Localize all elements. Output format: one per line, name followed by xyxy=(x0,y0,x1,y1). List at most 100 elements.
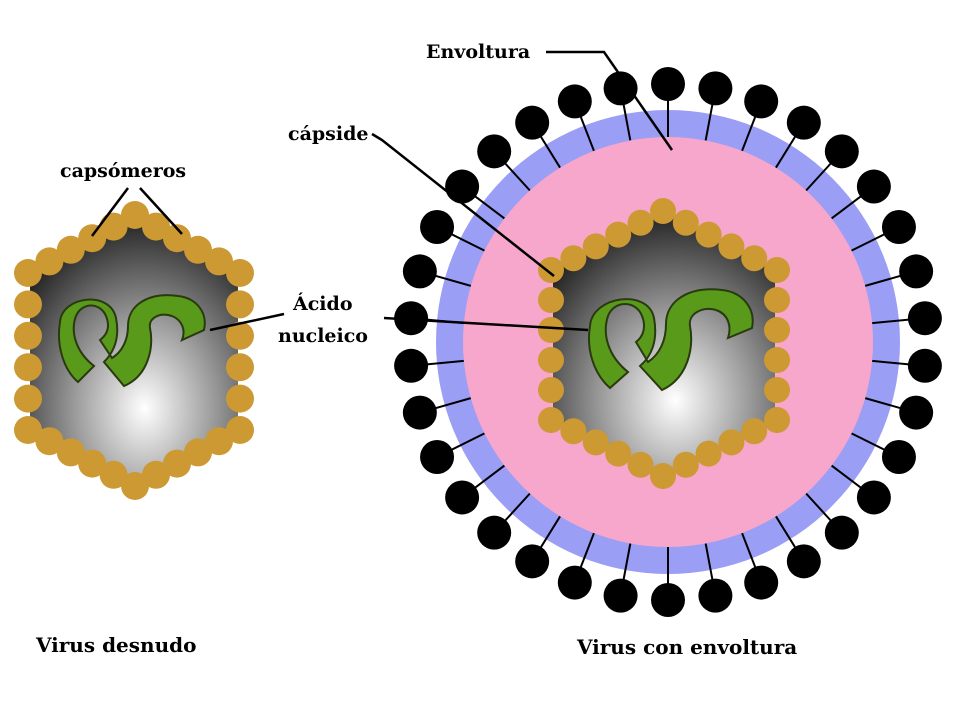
spike-head-26 xyxy=(394,301,429,336)
naked-capsomere-24 xyxy=(14,290,42,319)
spike-head-29 xyxy=(445,169,480,204)
enveloped-capsomere-23 xyxy=(538,317,564,343)
enveloped-capsomere-20 xyxy=(538,407,564,433)
enveloped-capsomere-8 xyxy=(764,347,790,373)
naked-capsomere-19 xyxy=(35,427,64,456)
envelope-spikes xyxy=(394,67,942,617)
naked-capsomere-1 xyxy=(142,212,170,241)
spike-head-18 xyxy=(603,578,638,613)
enveloped-capsomeres xyxy=(538,198,790,489)
capsomeros-pointer-right xyxy=(139,187,183,235)
spike-head-2 xyxy=(744,84,779,119)
spike-head-10 xyxy=(899,395,934,430)
enveloped-capsomere-10 xyxy=(764,407,790,433)
enveloped-capsomere-13 xyxy=(695,440,722,467)
label-capside: cápside xyxy=(288,123,368,145)
naked-capsomere-18 xyxy=(56,438,85,467)
spike-head-3 xyxy=(786,105,821,140)
naked-capsomere-8 xyxy=(226,353,254,382)
enveloped-capsomere-27 xyxy=(582,233,609,260)
envoltura-pointer xyxy=(546,50,674,151)
naked-capsomere-9 xyxy=(226,384,254,413)
spike-head-16 xyxy=(698,578,733,613)
pointer-lines xyxy=(91,50,674,332)
caption-naked-virus: Virus desnudo xyxy=(35,633,196,657)
spike-head-12 xyxy=(856,480,891,515)
naked-virus xyxy=(14,201,254,500)
spike-head-0 xyxy=(651,67,685,101)
spike-head-17 xyxy=(651,583,685,617)
spike-head-1 xyxy=(698,71,733,106)
enveloped-capsomere-11 xyxy=(741,418,768,445)
spike-head-8 xyxy=(907,301,942,336)
naked-capsomere-3 xyxy=(184,235,212,264)
naked-capsomere-7 xyxy=(226,321,254,350)
spike-head-13 xyxy=(824,515,859,550)
spike-head-28 xyxy=(420,209,455,244)
enveloped-capsomere-22 xyxy=(538,347,564,373)
naked-capsomere-16 xyxy=(99,460,128,489)
enveloped-capsomere-26 xyxy=(560,245,587,272)
enveloped-capsomere-28 xyxy=(605,221,632,248)
naked-capsomere-25 xyxy=(14,259,42,287)
enveloped-capsomere-29 xyxy=(627,209,654,236)
spike-head-7 xyxy=(899,254,934,289)
naked-capsomere-21 xyxy=(14,384,42,413)
enveloped-capsomere-25 xyxy=(538,257,564,283)
spike-head-19 xyxy=(557,565,592,600)
naked-capsomere-20 xyxy=(14,416,42,444)
spike-head-5 xyxy=(856,169,891,204)
enveloped-capsomere-18 xyxy=(582,429,609,456)
capsomeros-pointer-left xyxy=(91,187,129,237)
enveloped-capsomere-7 xyxy=(764,317,790,343)
naked-capsomere-5 xyxy=(226,259,254,287)
naked-capsomere-22 xyxy=(14,353,42,382)
enveloped-capsomere-1 xyxy=(672,209,699,236)
spike-head-25 xyxy=(394,348,429,383)
naked-capsomere-14 xyxy=(142,460,170,489)
spike-head-33 xyxy=(603,71,638,106)
capside-pointer xyxy=(371,132,555,277)
naked-capsomere-23 xyxy=(14,321,42,350)
spike-head-6 xyxy=(881,209,916,244)
enveloped-capsomere-4 xyxy=(741,245,768,272)
enveloped-nucleic-acid xyxy=(588,288,754,392)
enveloped-capsomere-15 xyxy=(650,463,676,489)
enveloped-capsomere-0 xyxy=(650,198,676,224)
enveloped-capsomere-2 xyxy=(695,221,722,248)
spike-head-22 xyxy=(445,480,480,515)
enveloped-virus xyxy=(394,67,942,617)
naked-capsomere-26 xyxy=(35,247,64,276)
naked-capsomere-4 xyxy=(205,247,233,276)
spike-head-4 xyxy=(824,134,859,169)
spike-head-21 xyxy=(477,515,512,550)
naked-capsomeres xyxy=(14,201,254,500)
naked-nucleic-acid-visible xyxy=(58,294,206,388)
label-capsomeros: capsómeros xyxy=(60,160,186,182)
enveloped-capsomere-5 xyxy=(764,257,790,283)
spike-head-32 xyxy=(557,84,592,119)
naked-capsomere-13 xyxy=(163,449,191,478)
enveloped-capsomere-19 xyxy=(560,418,587,445)
enveloped-capsomere-16 xyxy=(627,451,654,478)
spike-head-11 xyxy=(881,440,916,475)
enveloped-capsomere-3 xyxy=(718,233,745,260)
enveloped-capsomere-12 xyxy=(718,429,745,456)
naked-capsomere-6 xyxy=(226,290,254,319)
caption-enveloped-virus: Virus con envoltura xyxy=(576,635,797,659)
spike-head-9 xyxy=(907,348,942,383)
enveloped-capsomere-6 xyxy=(764,287,790,313)
naked-capsomere-29 xyxy=(99,212,128,241)
acido-pointer-left xyxy=(209,312,285,332)
naked-capsomere-28 xyxy=(78,224,107,253)
naked-capsomere-10 xyxy=(226,416,254,444)
spike-head-15 xyxy=(744,565,779,600)
acido-pointer-right xyxy=(383,316,589,332)
enveloped-capsomere-24 xyxy=(538,287,564,313)
naked-capsomere-0 xyxy=(121,201,149,229)
naked-capsomere-27 xyxy=(56,235,85,264)
enveloped-capsomere-9 xyxy=(764,377,790,403)
spike-head-24 xyxy=(402,395,437,430)
naked-capsomere-17 xyxy=(78,449,107,478)
